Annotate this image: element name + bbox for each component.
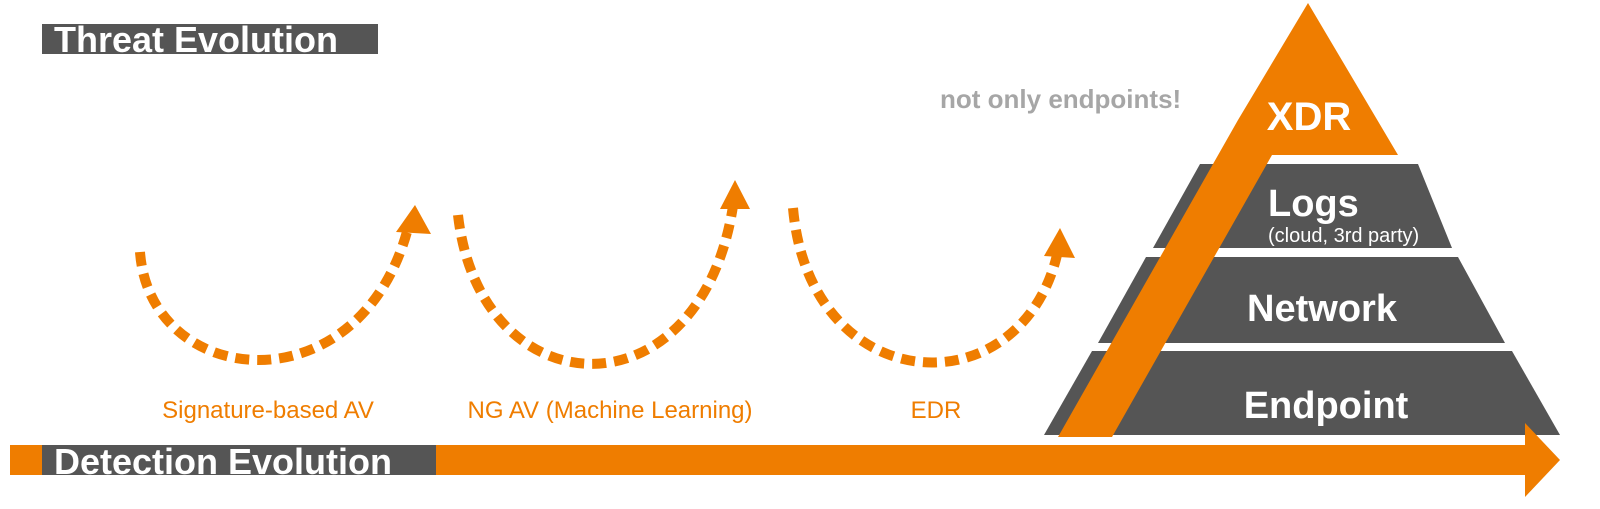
arc-arrowhead: [396, 205, 431, 234]
detection-title-box: [42, 445, 436, 475]
pyramid: XDR Logs (cloud, 3rd party) Network Endp…: [1044, 3, 1560, 437]
pyramid-layer-endpoint-label: Endpoint: [1244, 385, 1409, 427]
threat-title: Threat Evolution: [54, 19, 338, 60]
threat-arc-2: [453, 180, 750, 369]
pyramid-layer-network-label: Network: [1247, 288, 1398, 330]
detection-evolution-arrow: Detection Evolution: [10, 423, 1560, 497]
pyramid-layer-endpoint: [1044, 351, 1560, 435]
arc-arrowhead: [1044, 228, 1075, 258]
threat-arc-1: [135, 205, 431, 365]
threat-evolution-header: Threat Evolution: [42, 19, 378, 60]
arc-path: [453, 205, 738, 369]
note-text: not only endpoints!: [940, 84, 1181, 114]
arc-path: [788, 207, 1062, 368]
stage-label-ng-av: NG AV (Machine Learning): [467, 397, 752, 424]
xdr-band: [1058, 3, 1398, 437]
detection-title: Detection Evolution: [54, 441, 392, 482]
pyramid-layer-logs-label: Logs: [1268, 183, 1359, 225]
arc-path: [135, 226, 413, 365]
detection-arrow-head: [1525, 423, 1560, 497]
stage-label-edr: EDR: [911, 397, 962, 424]
pyramid-apex-label: XDR: [1267, 95, 1352, 139]
arc-arrowhead: [720, 180, 750, 209]
stage-label-signature-av: Signature-based AV: [162, 397, 374, 424]
threat-title-box: [42, 24, 378, 54]
threat-arc-3: [788, 207, 1075, 368]
pyramid-layer-logs-sublabel: (cloud, 3rd party): [1268, 225, 1419, 247]
